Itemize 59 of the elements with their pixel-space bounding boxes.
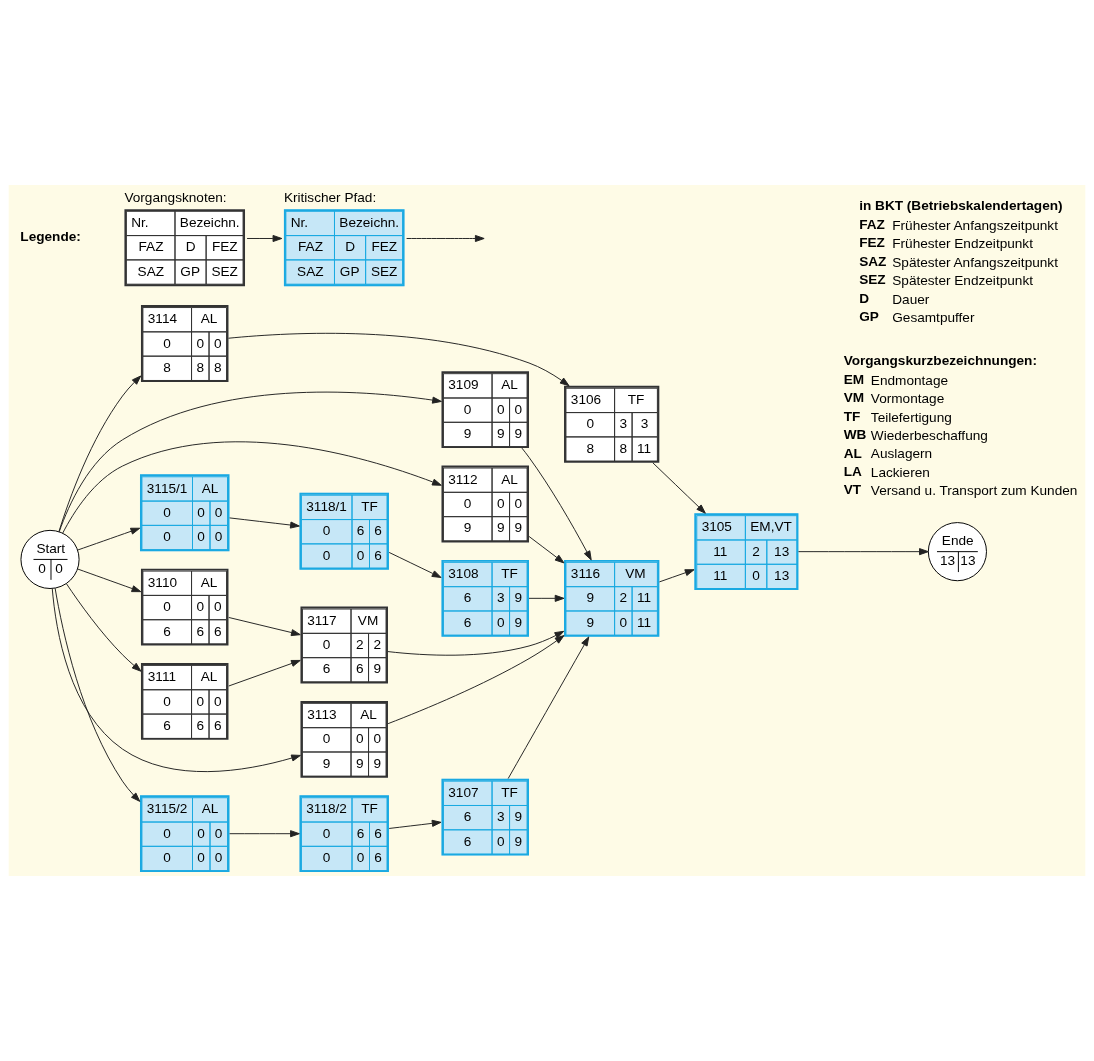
label: Spätester Anfangszeitpunkt — [892, 254, 1058, 270]
arrow — [228, 659, 301, 687]
arrow — [58, 391, 442, 533]
label: Versand u. Transport zum Kunden — [870, 483, 1078, 499]
arrow — [658, 569, 695, 583]
label: LA — [843, 463, 862, 479]
label: Dauer — [892, 291, 930, 307]
arrow — [58, 375, 142, 533]
label: Gesamtpuffer — [892, 310, 975, 326]
arrow — [528, 594, 565, 602]
arrow — [77, 568, 142, 593]
arrow — [54, 587, 141, 802]
arrow — [65, 583, 142, 672]
arrow — [51, 587, 301, 773]
arrow — [388, 819, 442, 829]
label: VM — [843, 390, 865, 406]
label: Vormontage — [870, 391, 945, 407]
arrow — [507, 636, 590, 780]
label: FAZ — [859, 216, 885, 232]
arrow — [521, 447, 592, 561]
arrow — [62, 441, 442, 534]
arrow — [246, 234, 283, 243]
label: Frühester Endzeitpunkt — [892, 236, 1033, 252]
arrow — [652, 462, 706, 514]
label: Wiederbeschaffung — [870, 428, 988, 443]
label: Endmontage — [870, 372, 949, 388]
arrow — [387, 630, 565, 656]
label: SEZ — [859, 272, 886, 288]
arrow — [387, 635, 565, 725]
label: WB — [843, 427, 867, 443]
label: Legende: — [20, 229, 81, 245]
arrow — [229, 517, 300, 529]
node-circle: Start 0 0 — [20, 529, 80, 589]
arrow — [528, 535, 565, 564]
label: EM — [843, 371, 865, 387]
label: GP — [859, 309, 879, 325]
arrow — [406, 234, 485, 243]
label: D — [859, 290, 870, 306]
arrow — [388, 551, 442, 578]
label: TF — [843, 408, 861, 424]
label: Frühester Anfangszeitpunkt — [892, 217, 1058, 233]
node-circle: Ende 13 13 — [927, 522, 987, 582]
node-label: Kritischer Pfad: — [283, 189, 377, 205]
arrow — [798, 548, 929, 556]
label: Lackieren — [870, 464, 930, 480]
label: FEZ — [859, 235, 885, 251]
arrow — [228, 332, 570, 387]
label: Teilefertigung — [870, 409, 952, 425]
arrow — [228, 616, 301, 637]
label: in BKT (Betriebskalendertagen) — [859, 198, 1063, 214]
label: Vorgangskurzbezeichnungen: — [843, 353, 1037, 369]
label: Spätester Endzeitpunkt — [892, 273, 1033, 289]
label: Auslagern — [870, 446, 933, 462]
arrow — [77, 527, 141, 551]
label: AL — [843, 445, 862, 461]
label: VT — [843, 482, 862, 498]
node-label: Vorgangsknoten: — [124, 189, 227, 205]
arrow — [229, 830, 300, 838]
label: SAZ — [859, 253, 887, 269]
